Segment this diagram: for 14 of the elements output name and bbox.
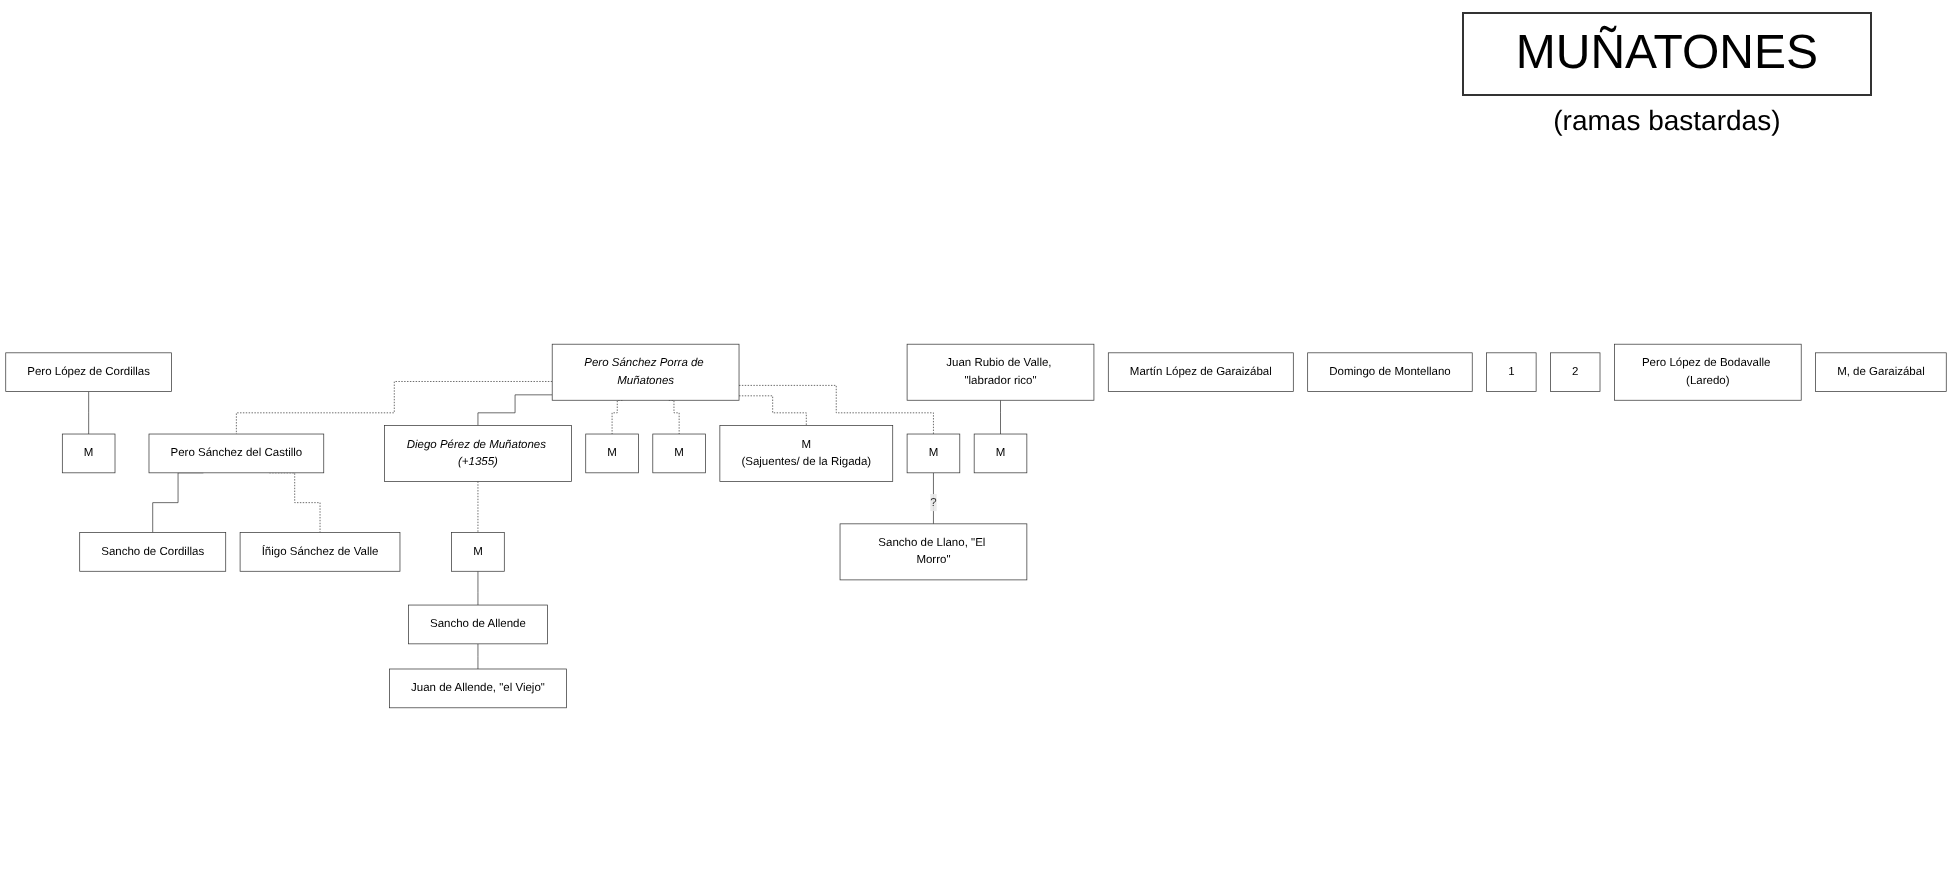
connector xyxy=(88,391,89,435)
connector xyxy=(668,399,680,435)
connector xyxy=(477,394,553,426)
connector xyxy=(477,570,479,606)
title-box: MUÑATONES xyxy=(1461,12,1872,96)
connector xyxy=(477,643,479,670)
connector xyxy=(611,399,623,435)
connector xyxy=(1000,399,1001,435)
connector xyxy=(933,472,934,525)
subtitle: (ramas bastardas) xyxy=(1551,104,1783,136)
connector xyxy=(236,381,553,435)
connector xyxy=(738,385,934,435)
connector xyxy=(477,481,479,533)
connector xyxy=(738,395,807,426)
